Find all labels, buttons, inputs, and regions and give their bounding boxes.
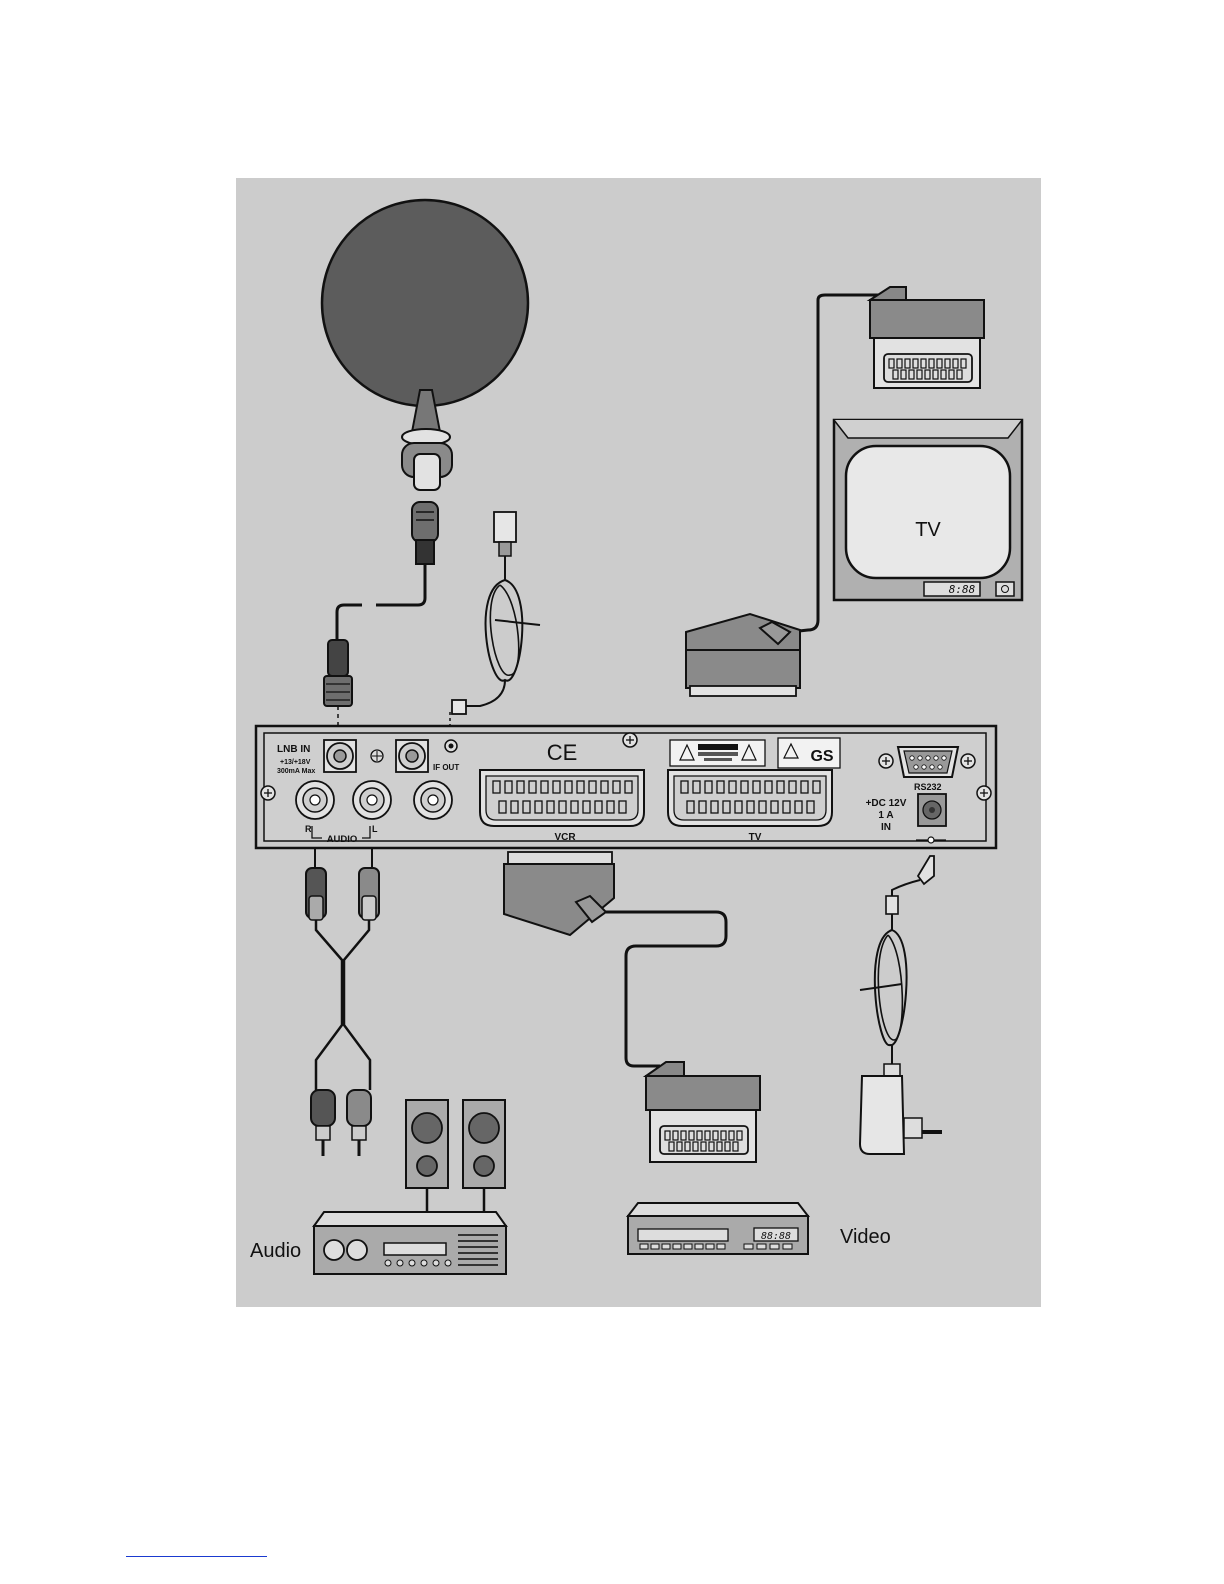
tv-clock-display: 8:88: [949, 583, 976, 596]
video-device-label: Video: [840, 1226, 891, 1248]
gs-mark-icon: GS: [778, 738, 840, 768]
rs232-label: RS232: [914, 782, 942, 792]
audio-amplifier: [314, 1212, 506, 1274]
rca-jack-video: [414, 781, 452, 819]
rca-jack-right: [296, 781, 334, 819]
if-out-label: IF OUT: [433, 763, 459, 772]
lnb-spec-current: 300mA Max: [277, 768, 315, 775]
audio-device-label: Audio: [250, 1240, 301, 1262]
tv-set: TV 8:88: [834, 420, 1022, 600]
warning-label: [670, 740, 765, 766]
lnb-in-label: LNB IN: [277, 744, 310, 755]
footnote-rule: [126, 1556, 267, 1557]
audio-l-label: L: [372, 824, 378, 834]
audio-r-label: R: [305, 824, 312, 834]
ce-mark: CE: [547, 740, 578, 765]
dc-current-label: 1 A: [878, 810, 893, 821]
rs232-port: [898, 747, 958, 777]
scart-plug-vcr-bottom: [646, 1062, 760, 1162]
if-out-connector: [396, 740, 428, 772]
scart-socket-tv: [668, 770, 832, 826]
scart-plug-tv-bottom: [686, 614, 800, 696]
vcr-clock-display: 88:88: [761, 1231, 791, 1242]
tv-label: TV: [915, 519, 941, 541]
tv-power-icon: [996, 582, 1014, 596]
lnb-in-connector: [324, 740, 356, 772]
scart-socket-vcr: [480, 770, 644, 826]
vcr-device: 88:88: [628, 1203, 808, 1254]
lnb-spec-voltage: +13/+18V: [280, 759, 311, 766]
tv-scart-label: TV: [749, 832, 762, 843]
audio-label: AUDIO: [327, 834, 358, 845]
rca-jack-left: [353, 781, 391, 819]
receiver-back-panel: LNB IN +13/+18V 300mA Max IF OUT: [256, 726, 996, 848]
svg-text:GS: GS: [810, 748, 833, 765]
dc-voltage-label: +DC 12V: [866, 798, 907, 809]
dc-in-label: IN: [881, 822, 891, 833]
vcr-scart-label: VCR: [554, 832, 576, 843]
